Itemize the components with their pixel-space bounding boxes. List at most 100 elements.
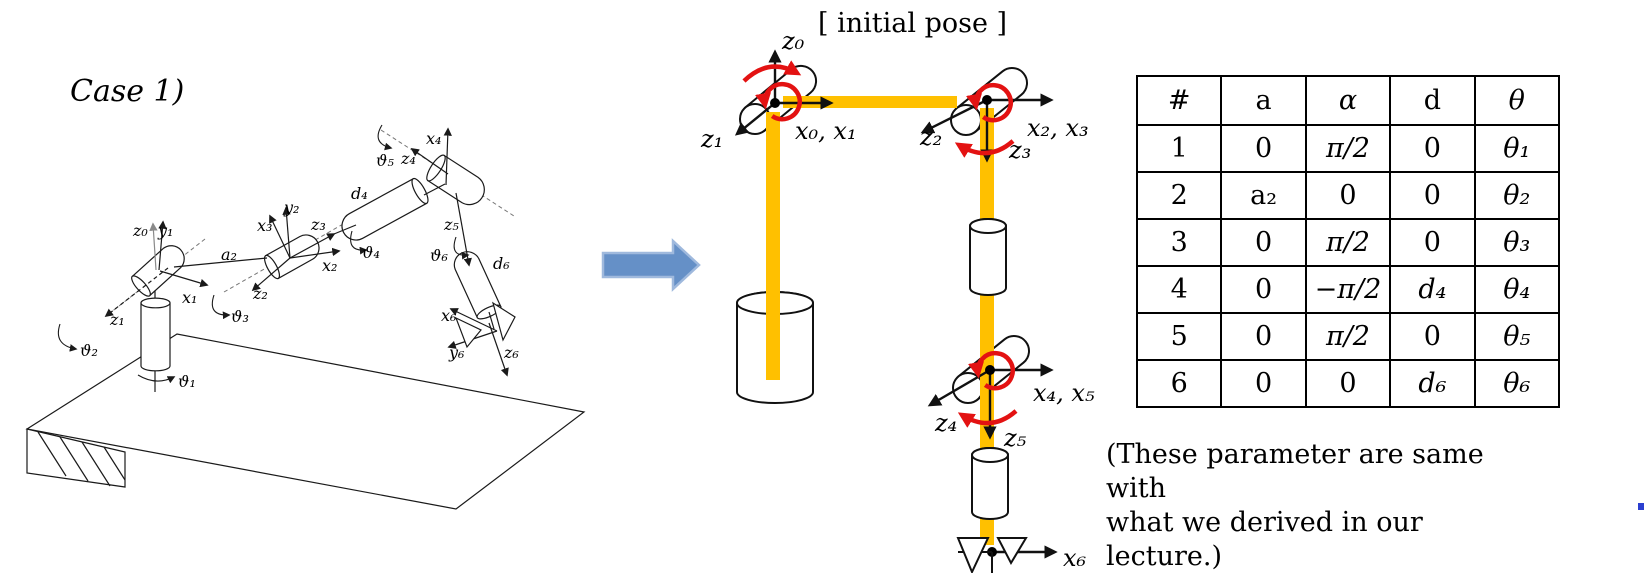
label-z2: z₂ bbox=[252, 284, 268, 303]
dh-row-2: 2 a₂ 0 0 θ₂ bbox=[1135, 171, 1561, 220]
link-d4-cylinder bbox=[341, 177, 429, 241]
dh-cell: 0 bbox=[1389, 312, 1476, 361]
y2-arrow bbox=[282, 206, 291, 259]
dh-cell: 5 bbox=[1135, 312, 1223, 361]
dh-row-6: 6 0 0 d₆ θ₆ bbox=[1135, 359, 1561, 408]
dh-cell: π/2 bbox=[1304, 218, 1392, 267]
dh-header-d: d bbox=[1389, 75, 1476, 126]
gripper bbox=[956, 537, 1028, 573]
dh-cell: 0 bbox=[1389, 218, 1476, 267]
dh-cell: θ₄ bbox=[1473, 265, 1561, 314]
label-z3: z₃ bbox=[310, 215, 326, 234]
label-y6: y₆ bbox=[448, 343, 465, 362]
initial-pose-title: [ initial pose ] bbox=[818, 8, 1008, 39]
label-a2: a₂ bbox=[221, 245, 237, 264]
dh-cell: θ₁ bbox=[1473, 124, 1561, 173]
label-x1: x₁ bbox=[182, 288, 197, 307]
joint3-rotation-arc bbox=[954, 139, 1015, 158]
x3-arrow bbox=[269, 214, 291, 259]
z3-arrow bbox=[289, 233, 336, 259]
z4-arrow bbox=[410, 148, 449, 175]
label-d4: d₄ bbox=[351, 184, 368, 203]
dh-cell: θ₅ bbox=[1473, 312, 1561, 361]
z1-arrow bbox=[104, 267, 169, 318]
robot-kinematics-drawing: z₀ y₁ x₁ z₁ ϑ₂ ϑ₁ a₂ x₃ y₂ z₃ x₂ z₂ ϑ₃ d… bbox=[25, 124, 586, 510]
edge-artifact bbox=[1638, 503, 1644, 510]
label-x6: x₆ bbox=[441, 306, 457, 325]
label-z6: z₆ bbox=[503, 343, 519, 362]
base-cylinder bbox=[140, 297, 171, 372]
dh-header-num: # bbox=[1135, 75, 1223, 126]
label-z5: z₅ bbox=[443, 215, 459, 234]
dh-cell: 4 bbox=[1135, 265, 1223, 314]
dh-cell: 0 bbox=[1304, 359, 1392, 408]
label-z5: z₅ bbox=[1003, 424, 1027, 452]
label-x2: x₂ bbox=[322, 256, 337, 275]
frame-arrows bbox=[104, 127, 509, 377]
z6-arrow bbox=[488, 322, 509, 377]
joint2-rotation-circle bbox=[966, 82, 1013, 123]
label-x3: x₃ bbox=[257, 216, 272, 235]
dh-cell: 0 bbox=[1389, 124, 1476, 173]
dh-cell: 6 bbox=[1135, 359, 1223, 408]
label-x45: x₄, x₅ bbox=[1033, 379, 1095, 407]
dh-parameter-table: # a α d θ 1 0 π/2 0 θ₁ 2 a₂ 0 0 θ₂ 3 0 π… bbox=[1135, 75, 1561, 408]
label-y2: y₂ bbox=[283, 198, 299, 217]
dh-row-4: 4 0 −π/2 d₄ θ₄ bbox=[1135, 265, 1561, 314]
dh-cell: d₄ bbox=[1389, 265, 1476, 314]
dh-row-5: 5 0 π/2 0 θ₅ bbox=[1135, 312, 1561, 361]
label-theta3: ϑ₃ bbox=[231, 307, 249, 326]
dh-cell: 2 bbox=[1135, 171, 1223, 220]
z2-arrow bbox=[251, 257, 291, 292]
dh-cell: −π/2 bbox=[1304, 265, 1392, 314]
theta6-arc bbox=[453, 236, 470, 260]
theta1-arc bbox=[137, 374, 176, 384]
joint1-rotation-arc bbox=[742, 60, 802, 83]
dh-cell: π/2 bbox=[1304, 312, 1392, 361]
label-theta6: ϑ₆ bbox=[430, 246, 448, 265]
lower-link-cylinder bbox=[971, 447, 1009, 520]
label-z2: z₂ bbox=[919, 123, 942, 151]
table-caption: (These parameter are same with what we d… bbox=[1106, 438, 1546, 573]
joint4-rotation-circle bbox=[968, 350, 1015, 391]
label-theta1: ϑ₁ bbox=[178, 372, 196, 391]
label-y1: y₁ bbox=[157, 221, 173, 240]
dh-cell: 0 bbox=[1220, 124, 1307, 173]
x4-arrow bbox=[443, 127, 452, 186]
dh-cell: θ₃ bbox=[1473, 218, 1561, 267]
transition-arrow bbox=[601, 238, 701, 292]
label-z4: z₄ bbox=[934, 409, 957, 437]
label-x4: x₄ bbox=[426, 129, 441, 148]
x6-arrow bbox=[449, 308, 498, 332]
label-z1: z₁ bbox=[109, 310, 125, 329]
x2-arrow bbox=[289, 247, 341, 259]
case-title: Case 1) bbox=[70, 74, 185, 109]
joint-origin-dots bbox=[770, 95, 997, 557]
dh-cell: θ₆ bbox=[1473, 359, 1561, 408]
dh-row-3: 3 0 π/2 0 θ₃ bbox=[1135, 218, 1561, 267]
table-caption-line2: what we derived in our lecture.) bbox=[1106, 507, 1423, 572]
dh-row-1: 1 0 π/2 0 θ₁ bbox=[1135, 124, 1561, 173]
label-d6: d₆ bbox=[493, 254, 510, 273]
dh-header-alpha: α bbox=[1304, 75, 1392, 126]
dh-cell: 3 bbox=[1135, 218, 1223, 267]
table-caption-line1: (These parameter are same with bbox=[1106, 439, 1484, 504]
label-z4: z₄ bbox=[400, 149, 416, 168]
label-x23: x₂, x₃ bbox=[1027, 114, 1089, 142]
y1-arrow bbox=[158, 220, 167, 271]
joint-rotation-arcs bbox=[57, 124, 470, 384]
x1-arrow bbox=[159, 270, 209, 288]
dh-cell: 0 bbox=[1220, 359, 1307, 408]
label-theta4: ϑ₄ bbox=[362, 243, 380, 262]
theta2-arc bbox=[57, 323, 78, 352]
dh-header-theta: θ bbox=[1473, 75, 1561, 126]
label-z1: z₁ bbox=[700, 125, 723, 153]
joint1-rotation-circle bbox=[755, 81, 802, 122]
theta4-arc bbox=[350, 230, 368, 255]
label-z0: z₀ bbox=[132, 221, 148, 240]
dh-cell: a₂ bbox=[1220, 171, 1307, 220]
dh-cell: 0 bbox=[1220, 265, 1307, 314]
theta3-arc bbox=[211, 294, 231, 320]
z0-arrow bbox=[149, 222, 158, 271]
